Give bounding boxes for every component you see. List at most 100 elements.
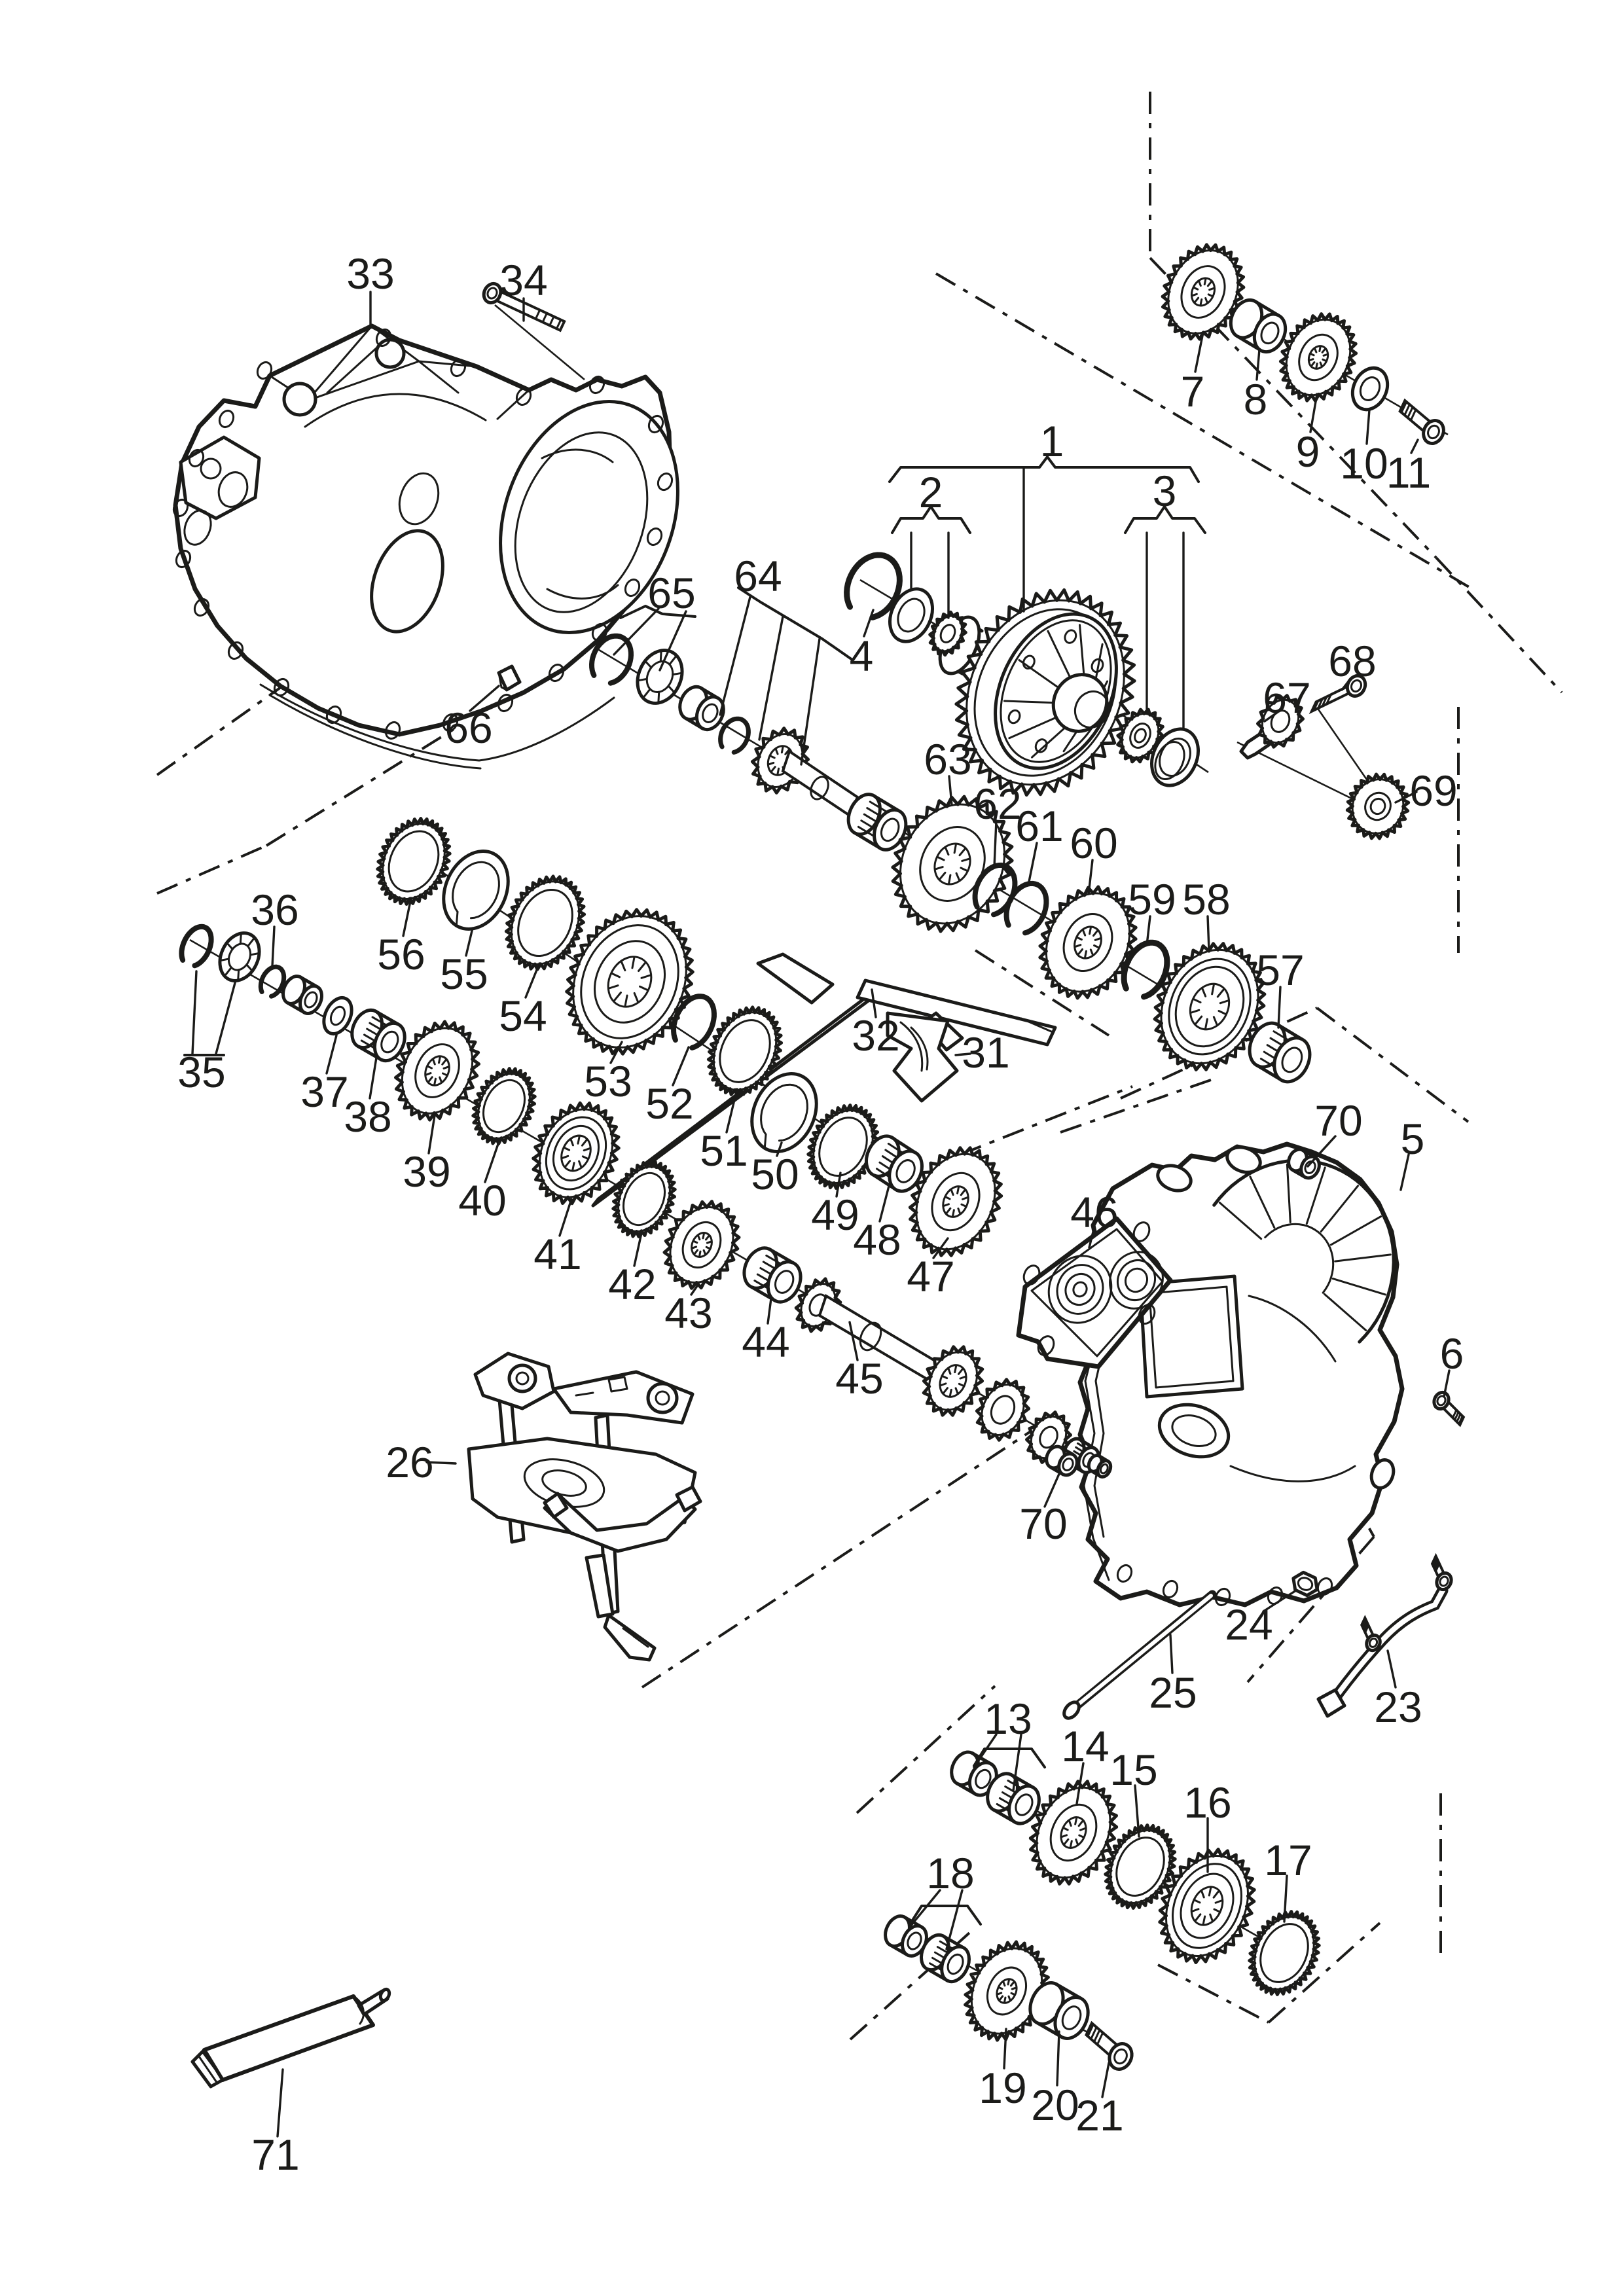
bracket-2 [891,505,971,534]
bracket-13 [973,1748,1046,1768]
leader-line-70 [1307,1135,1337,1168]
synchro-ring-51 [706,1005,784,1097]
leader-line-44 [767,1297,772,1325]
spacer-64a [678,685,725,732]
leader-line-42 [633,1232,643,1267]
gear-43 [662,1200,741,1290]
bushing-10 [1350,366,1390,412]
dash-dot-line [960,1085,1133,1156]
callout-label-33: 33 [346,249,394,298]
gear-39 [394,1020,480,1122]
pipe-bolt [1430,1552,1453,1592]
leader-line-11 [1410,439,1419,454]
part-axis-line [494,304,585,380]
bracket-18 [909,1905,982,1926]
callout-label-20: 20 [1031,2081,1079,2129]
callout-label-58: 58 [1182,875,1230,924]
oil-pipe-23 [1316,1585,1449,1718]
gearbox-housing [1077,1141,1405,1607]
ring-42 [611,1160,677,1238]
leader-line-51 [725,1088,738,1134]
callout-label-59: 59 [1128,875,1176,924]
sealant-tube-71 [190,1987,391,2089]
callout-label-1: 1 [1040,417,1064,465]
leader-line-53 [609,1041,623,1064]
selector-shaft-25 [1062,1590,1217,1720]
sleeve-13a [950,1750,998,1797]
sleeve-8 [1229,298,1288,354]
thrust-plate-50 [750,1072,818,1153]
bearing-35b [218,931,261,982]
shaft-gear-a [922,1345,984,1417]
callout-label-4: 4 [850,632,874,680]
snap-ring-36 [258,964,287,999]
leader-line-48 [878,1185,890,1223]
callout-label-25: 25 [1149,1668,1197,1717]
dash-dot-line [1435,556,1563,694]
callout-label-11: 11 [1386,448,1432,497]
gear-41 [532,1101,621,1206]
leader-line-37 [325,1034,338,1075]
callout-label-32: 32 [852,1011,899,1060]
bracket-65 [619,605,696,619]
housing-flange-holes [1116,1564,1333,1607]
leader-line-6 [1443,1369,1451,1398]
gear-60 [1038,885,1138,1000]
leader-line-52 [672,1046,690,1086]
bracket-1 [888,456,1200,483]
thrust-washer-3b [1150,727,1200,787]
leader-line-20 [1056,2030,1060,2087]
leader-line-64 [800,637,821,766]
callout-label-21: 21 [1075,2091,1123,2140]
differential-assembly [938,588,1136,797]
callout-label-53: 53 [584,1057,632,1105]
bolt-68 [1308,673,1367,715]
dash-dot-line [1316,1007,1470,1123]
shift-gate-31 [886,1011,959,1103]
callout-label-51: 51 [700,1126,748,1175]
leader-line-61 [1027,842,1038,886]
callout-label-67: 67 [1263,673,1310,722]
dash-dot-line [156,427,648,776]
callout-label-2: 2 [919,468,943,516]
callout-label-70: 70 [1019,1499,1067,1548]
leader-line-31 [954,1052,971,1056]
sleeve-36b [281,975,323,1015]
callout-label-68: 68 [1328,637,1376,685]
leader-line-67 [1263,711,1279,723]
leader-line-35 [215,979,237,1055]
callout-label-18: 18 [926,1849,974,1897]
bracket-64 [737,586,854,661]
leader-line-49 [835,1172,842,1198]
needle-bearing-38 [350,1008,406,1063]
gear-63 [891,795,1014,933]
leader-line-59 [1146,915,1151,946]
callout-label-60: 60 [1070,819,1117,867]
callout-label-64: 64 [734,552,782,600]
dash-dot-line [935,272,1471,589]
shaft-tip [1087,1453,1113,1479]
bolt-6 [1432,1390,1466,1427]
bolt-34 [482,281,566,332]
nut-24 [1291,1570,1319,1598]
callout-label-8: 8 [1244,375,1268,423]
leader-line-38 [369,1056,378,1100]
bracket-3 [1124,505,1206,534]
callout-label-66: 66 [444,704,492,752]
leader-line-60 [1087,859,1094,895]
leader-line-41 [558,1198,573,1237]
callout-label-24: 24 [1225,1600,1272,1649]
callout-label-35: 35 [177,1048,225,1096]
synchro-ring-54 [504,874,586,971]
leader-line-40 [484,1139,501,1183]
thrust-plate-55 [442,850,510,931]
sleeve-18a [884,1914,928,1958]
leader-line-14 [1075,1762,1085,1805]
callout-label-61: 61 [1015,802,1063,850]
circlip-65a [588,633,634,686]
clip-64b [718,716,751,755]
dash-dot-line [974,949,1110,1037]
leader-line-35 [191,970,198,1055]
